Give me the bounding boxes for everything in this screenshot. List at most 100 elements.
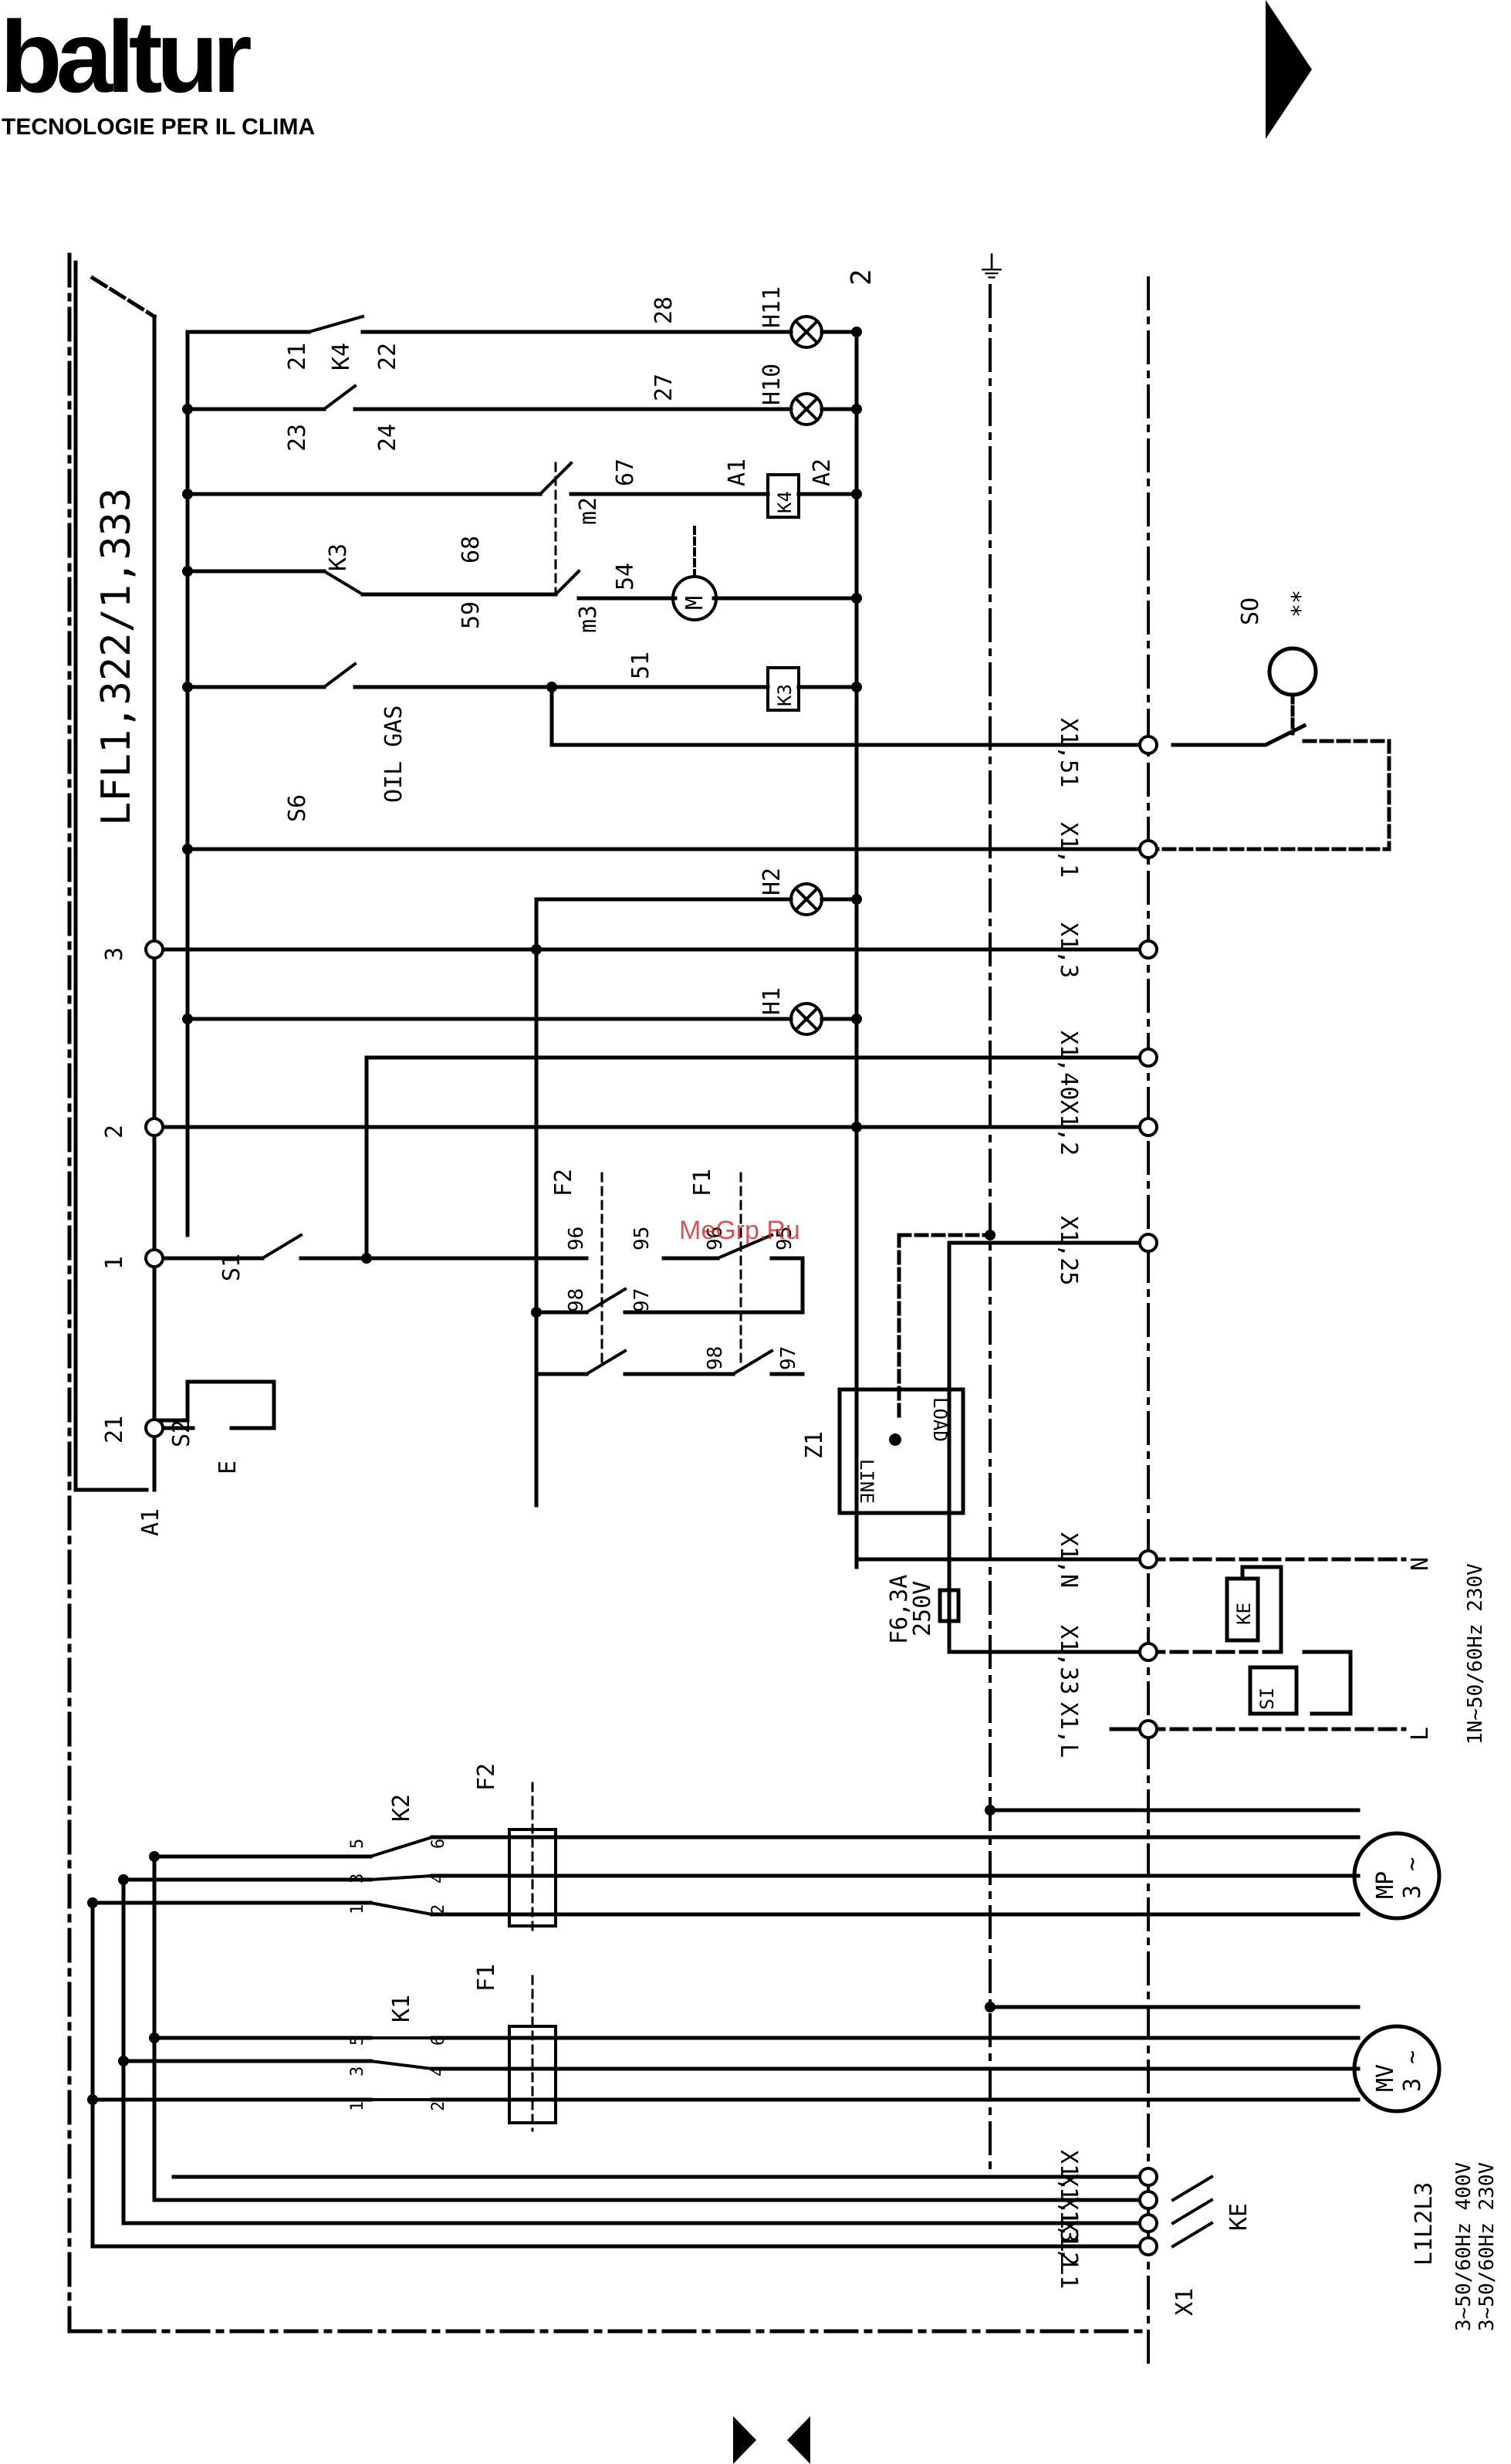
k4-a1: A1 [724, 459, 751, 486]
k1-pole-5: 5 [348, 2036, 367, 2046]
k1-pole-2: 2 [429, 2101, 448, 2111]
wire-67: 67 [612, 459, 639, 486]
k4-a2: A2 [809, 459, 836, 486]
x1-2: X1,2 [1055, 1100, 1082, 1156]
m3-label: m3 [575, 605, 602, 633]
f1-97: 97 [777, 1346, 800, 1370]
lamp-h2-label: H2 [759, 868, 786, 895]
z1-load: LOAD [929, 1397, 951, 1442]
x1-33: X1,33 [1055, 1625, 1082, 1694]
f2-96: 96 [565, 1227, 588, 1251]
title: LFL1,322/1,333 [93, 488, 140, 826]
so-marks: ** [1287, 590, 1314, 618]
motor-mv-phase: 3 ~ [1399, 2050, 1426, 2092]
wire-28: 28 [651, 296, 678, 324]
f1-98: 98 [704, 1346, 727, 1370]
terminal-21: 21 [101, 1416, 128, 1444]
page-corner-arrow-icon [1266, 0, 1312, 139]
earth-symbol-icon: ⏚ [976, 250, 1007, 286]
baltur-logo: baltur [0, 0, 252, 113]
si-label: SI [1256, 1687, 1278, 1710]
f2-label: F2 [550, 1169, 577, 1196]
wire-54: 54 [612, 563, 639, 591]
k2-pole-5: 5 [348, 1839, 367, 1849]
k1-pole-4: 4 [429, 2066, 448, 2076]
brand-tagline: TECNOLOGIE PER IL CLIMA [2, 114, 316, 140]
k1-label: K1 [388, 1995, 415, 2022]
s1-label: S1 [218, 1254, 245, 1281]
supply-1n-rating: 1N~50/60Hz 230V [1464, 1563, 1487, 1745]
x1-l2: X1,L2 [1055, 2196, 1082, 2266]
z1-label: Z1 [801, 1431, 828, 1459]
f2-motor-label: F2 [473, 1763, 500, 1791]
motor-m-icon: M [681, 596, 708, 610]
unit-a1-label: A1 [137, 1508, 164, 1536]
lamp-h11-label: H11 [759, 286, 786, 328]
k1-pole-6: 6 [429, 2036, 448, 2046]
motor-mp-label: MP [1372, 1871, 1399, 1899]
k3-coil-label: K3 [774, 684, 796, 706]
terminal-3: 3 [101, 947, 128, 961]
k2-pole-3: 3 [348, 1873, 367, 1884]
k4-23: 23 [284, 424, 311, 452]
ke-label-three: KE [1225, 2203, 1252, 2231]
k3-label: K3 [325, 543, 352, 571]
k2-pole-1: 1 [348, 1904, 367, 1914]
z1-line: LINE [856, 1459, 877, 1504]
supply-3ph-400: 3~50/60Hz 400V [1452, 2162, 1476, 2331]
lamp-h1-label: H1 [759, 987, 786, 1015]
f1-96: 96 [704, 1227, 727, 1251]
watermark: MeGrp.Ru [679, 1216, 800, 1245]
x1-51: X1,51 [1055, 718, 1082, 787]
k4-22: 22 [374, 343, 401, 371]
f1-label: F1 [689, 1169, 716, 1196]
motor-mp-phase: 3 ~ [1399, 1857, 1426, 1899]
x1-40: X1,40 [1055, 1031, 1082, 1100]
wire-51: 51 [627, 652, 654, 679]
fuse-rating: F6,3A [886, 1575, 913, 1644]
terminal-2: 2 [101, 1125, 128, 1139]
k1-pole-1: 1 [348, 2101, 367, 2111]
wire-59: 59 [458, 601, 485, 629]
supply-3ph-lines: L1L2L3 [1411, 2182, 1438, 2266]
k1-pole-3: 3 [348, 2066, 367, 2076]
wire-68: 68 [458, 536, 485, 564]
k2-label: K2 [388, 1794, 415, 1822]
f1-motor-label: F1 [473, 1964, 500, 1992]
so-label: SO [1237, 597, 1264, 625]
s2-label: S2 [168, 1420, 195, 1447]
x1-l1: X1,L1 [1055, 2219, 1082, 2289]
m2-label: m2 [575, 497, 602, 525]
f2-95: 95 [630, 1227, 654, 1251]
x1-1: X1,1 [1055, 822, 1082, 878]
f2-98: 98 [565, 1288, 588, 1312]
k4-21: 21 [284, 343, 311, 371]
supply-l: L [1407, 1727, 1434, 1741]
wire-27: 27 [651, 374, 678, 401]
fuse-voltage: 250V [909, 1581, 936, 1636]
x1-l3: X1,L3 [1055, 2173, 1082, 2242]
oil-gas-label: OIL GAS [380, 706, 407, 803]
k4-label-a: K4 [328, 343, 355, 371]
k2-pole-4: 4 [429, 1873, 448, 1884]
x1-n: X1,N [1055, 1532, 1082, 1588]
lamp-h10-label: H10 [759, 364, 786, 405]
k4-coil-label: K4 [774, 491, 796, 513]
k2-pole-6: 6 [429, 1839, 448, 1849]
f1-95: 95 [773, 1227, 796, 1251]
motor-mv-label: MV [1372, 2064, 1399, 2092]
x1-earth: X1, [1055, 2150, 1082, 2192]
supply-3ph-230: 3~50/60Hz 230V [1476, 2162, 1499, 2331]
k2-pole-2: 2 [429, 1904, 448, 1914]
supply-n: N [1407, 1557, 1434, 1571]
top-bus-label: 2 [846, 269, 877, 286]
x1-25: X1,25 [1055, 1216, 1082, 1285]
s2-e-label: E [215, 1460, 242, 1474]
terminal-1: 1 [101, 1256, 128, 1270]
f2-97: 97 [630, 1288, 654, 1312]
x1-l: X1,L [1055, 1702, 1082, 1758]
s6-label: S6 [284, 794, 311, 822]
page-nav-arrows-icon[interactable] [733, 2416, 826, 2464]
ke-label-single: KE [1233, 1603, 1255, 1625]
